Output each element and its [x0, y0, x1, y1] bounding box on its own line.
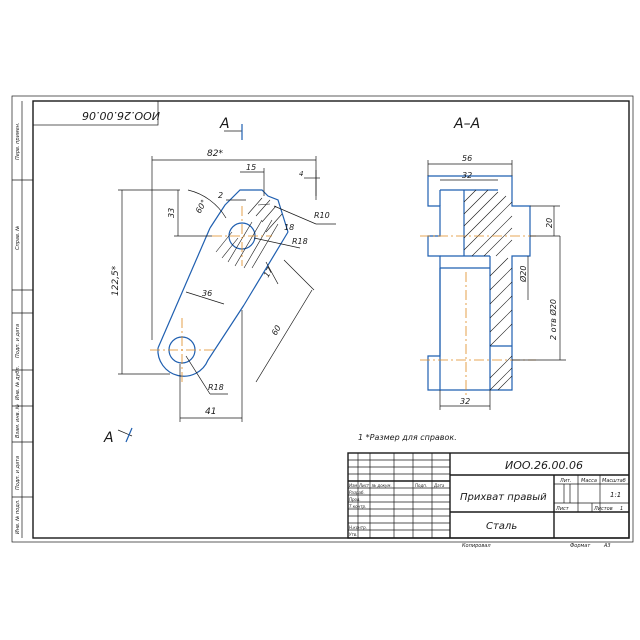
- tb-izm: Изм: [349, 483, 357, 488]
- tb-date: Дата: [433, 483, 445, 488]
- view-arrow-bottom: [117, 429, 133, 437]
- tb-masshtab: Масштаб: [602, 478, 626, 484]
- dim-41: 41: [205, 407, 216, 417]
- section-outline: [427, 175, 531, 391]
- tb-doc: № докум.: [371, 483, 392, 488]
- dim-18: 18: [284, 223, 294, 232]
- tb-sign: Подп.: [415, 483, 427, 488]
- sec-dim-56: 56: [462, 154, 472, 163]
- tb-copied: Копировал: [462, 543, 491, 549]
- section-label: А–А: [453, 116, 480, 132]
- angle-arc: [187, 189, 227, 219]
- section-hatch-upper: [463, 189, 513, 257]
- tb-sheet: Лист: [555, 506, 570, 512]
- stamp-perv-primen: Перв. примен.: [15, 122, 21, 160]
- dim-17: 17: [262, 265, 275, 279]
- tb-designation: ИОО.26.00.06: [505, 459, 583, 472]
- cut-mark-bottom: [125, 427, 133, 443]
- dim-1225: 122,5*: [111, 265, 121, 296]
- dim-r18-lower: R18: [208, 383, 224, 392]
- section-view: А–А: [420, 116, 566, 410]
- tb-format-value: А3: [603, 543, 611, 549]
- sheet-frame: [32, 100, 630, 539]
- tb-nkontr: Н.контр.: [349, 525, 367, 530]
- sec-dim-32-top: 32: [462, 171, 472, 180]
- tb-lit: Лит.: [559, 478, 572, 484]
- sheet-outer-border: [11, 95, 634, 543]
- dim-4: 4: [299, 170, 303, 178]
- tb-utv: Утв.: [349, 532, 357, 537]
- tb-list: Лист: [358, 483, 370, 488]
- sec-dim-2holes: 2 отв Ø20: [548, 299, 558, 340]
- tb-sheets: Листов: [593, 506, 613, 512]
- stamp-podp-data-2: Подп. и дата: [15, 456, 21, 490]
- stamp-vzam-inv: Взам. инв. №: [15, 404, 21, 438]
- dim-r18-upper: R18: [292, 237, 308, 246]
- tb-tkontr: Т.контр.: [349, 504, 366, 509]
- dim-60deg: 60°: [194, 198, 209, 215]
- mirrored-designation: ИОО.26.00.06: [82, 109, 160, 122]
- arm-left-edge: [157, 227, 211, 349]
- tb-sheets-value: 1: [620, 506, 623, 512]
- upper-hatch: [215, 197, 283, 269]
- mirrored-designation-box: ИОО.26.00.06: [32, 100, 160, 126]
- sec-dim-32-bottom: 32: [460, 397, 470, 406]
- tb-razrab: Разраб.: [349, 490, 365, 495]
- section-hatch-lower: [489, 257, 513, 391]
- dim-36: 36: [202, 289, 212, 298]
- dim-82: 82*: [207, 149, 223, 159]
- tb-scale-value: 1:1: [610, 491, 621, 499]
- title-block: Изм Лист № докум. Подп. Дата Разраб. Про…: [347, 452, 630, 539]
- tb-prov: Пров.: [349, 497, 361, 502]
- dim-33: 33: [167, 208, 176, 218]
- dim-15: 15: [246, 163, 256, 172]
- main-view: А 82: [103, 116, 336, 446]
- upper-boss-outline: [209, 189, 289, 233]
- dim-2: 2: [218, 191, 223, 200]
- stamp-inv-dubl: Инв. № дубл.: [15, 366, 21, 400]
- drawing-note: 1 *Размер для справок.: [358, 433, 457, 442]
- tb-material: Сталь: [486, 521, 517, 532]
- side-stamp: Перв. примен. Справ. № Подп. и дата Инв.…: [12, 101, 33, 538]
- stamp-inv-podl: Инв. № подл.: [15, 500, 21, 535]
- arm-lower-end: [157, 304, 245, 377]
- arm-right-edge: [243, 231, 289, 306]
- tb-part-name: Прихват правый: [460, 492, 547, 503]
- sec-dim-20: 20: [545, 218, 554, 228]
- view-label-bottom: А: [103, 430, 114, 446]
- dim-r10: R10: [314, 211, 330, 220]
- tb-massa: Масса: [581, 478, 597, 484]
- view-label-top: А: [219, 116, 230, 132]
- sec-dim-phi20: Ø20: [518, 266, 528, 283]
- stamp-podp-data-1: Подп. и дата: [15, 324, 21, 358]
- stamp-sprav-no: Справ. №: [15, 226, 21, 250]
- dim-60: 60: [270, 324, 283, 337]
- tb-format: Формат: [570, 543, 591, 549]
